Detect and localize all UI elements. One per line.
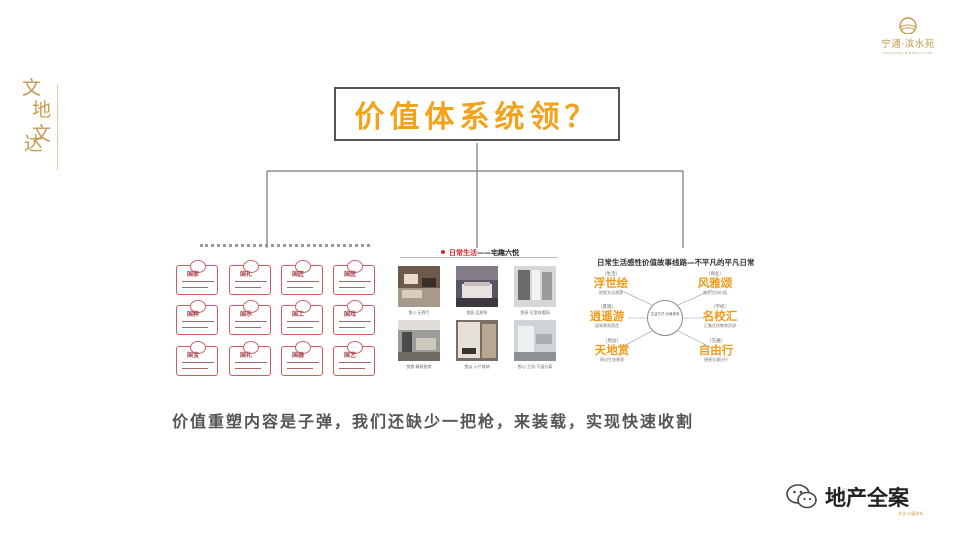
value-node: （交通） 自由行 便捷交通出行: [686, 338, 746, 363]
node-title: 浮世绘: [581, 277, 641, 290]
footer-small: 文化·价值体系: [898, 511, 923, 517]
hub-circle: [647, 300, 683, 336]
slide-caption: 价值重塑内容是子弹，我们还缺少一把枪，来装载，实现快速收割: [172, 408, 792, 432]
node-title: 自由行: [686, 344, 746, 357]
value-node: （学校） 名校汇 汇集优质教育资源: [690, 304, 750, 329]
node-desc: 商业空间价值: [685, 290, 745, 296]
watermark-text: 地产全案: [825, 482, 909, 512]
value-node: （周边） 天地赏 周边生态景观: [582, 338, 642, 363]
node-title: 名校汇: [690, 310, 750, 323]
node-title: 风雅颂: [685, 277, 745, 290]
node-title: 逍遥游: [577, 310, 637, 323]
wechat-icon: [785, 483, 819, 511]
node-desc: 便捷交通出行: [686, 357, 746, 363]
node-desc: 周边生态景观: [582, 357, 642, 363]
value-node: （景观） 逍遥游 园林景观营造: [577, 304, 637, 329]
node-title: 天地赏: [582, 344, 642, 357]
value-node: （商业） 风雅颂 商业空间价值: [685, 271, 745, 296]
node-desc: 园林景观营造: [577, 323, 637, 329]
node-desc: 地缘文化溯源: [581, 290, 641, 296]
hub-label: 生活方式 价值体系: [650, 312, 680, 317]
node-desc: 汇集优质教育资源: [690, 323, 750, 329]
wechat-watermark: 地产全案: [785, 482, 909, 512]
value-node: （生活） 浮世绘 地缘文化溯源: [581, 271, 641, 296]
